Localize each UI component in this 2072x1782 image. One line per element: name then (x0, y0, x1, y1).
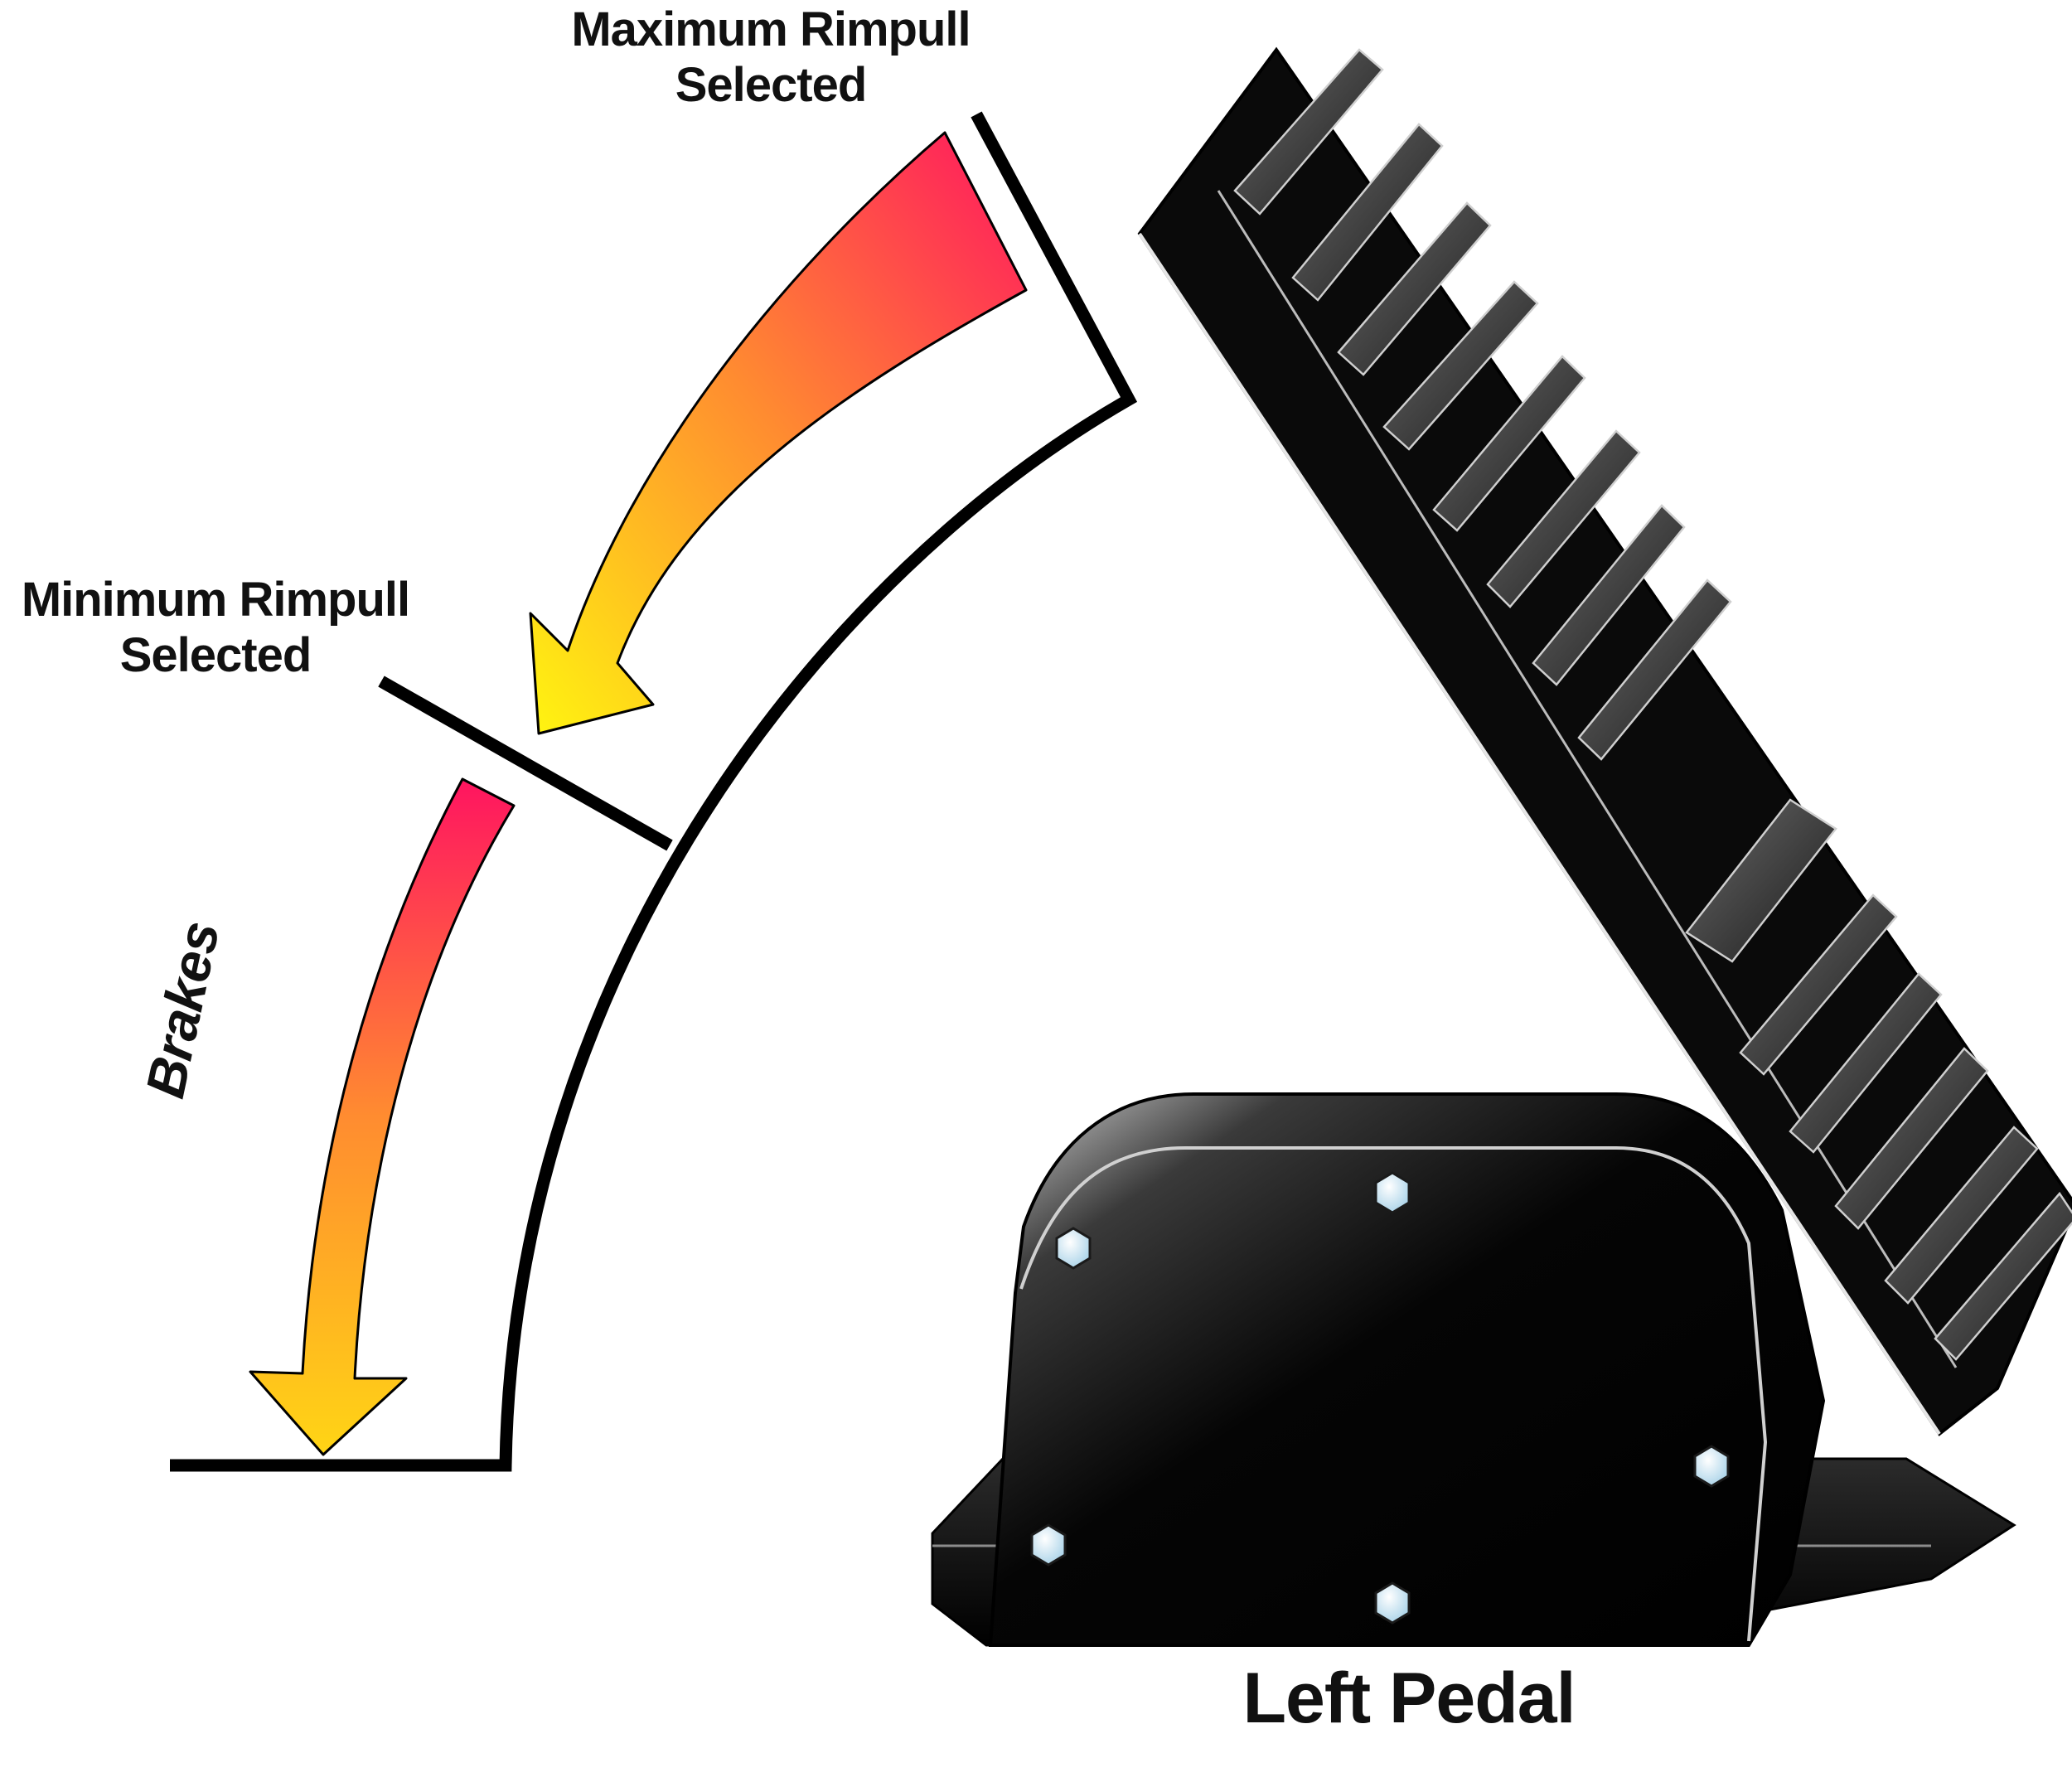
bolt-icon (1693, 1445, 1730, 1488)
pedal-hinge-housing (988, 1092, 1826, 1647)
bolt-icon (1374, 1581, 1411, 1625)
pedal-bolts (1030, 1171, 1730, 1625)
pedal-hinge-housing-highlight (1019, 1146, 1768, 1642)
pedal-plate-inner-highlight (1217, 190, 1958, 1368)
pedal-plate-edge-highlight (1138, 232, 1941, 1436)
left-pedal-caption: Left Pedal (1242, 1659, 1576, 1738)
left-pedal-illustration (931, 46, 2072, 1647)
bolt-icon (1030, 1523, 1067, 1567)
maximum-rimpull-line2: Selected (675, 58, 868, 113)
minimum-rimpull-label: Minimum Rimpull Selected (0, 572, 431, 684)
maximum-rimpull-line1: Maximum Rimpull (571, 2, 971, 56)
rimpull-range-arrow-icon (529, 131, 1028, 735)
bolt-icon (1055, 1227, 1092, 1270)
bolt-icon (1374, 1171, 1411, 1214)
maximum-rimpull-label: Maximum Rimpull Selected (539, 2, 1003, 114)
travel-range-boundary (170, 111, 1138, 1472)
travel-range-outline (170, 111, 1138, 1472)
minimum-rimpull-marker (378, 676, 673, 851)
minimum-rimpull-line2: Selected (119, 628, 312, 683)
minimum-rimpull-line1: Minimum Rimpull (21, 573, 410, 627)
brakes-range-arrow-icon (249, 777, 516, 1456)
pedal-ribs (1233, 48, 2072, 1361)
